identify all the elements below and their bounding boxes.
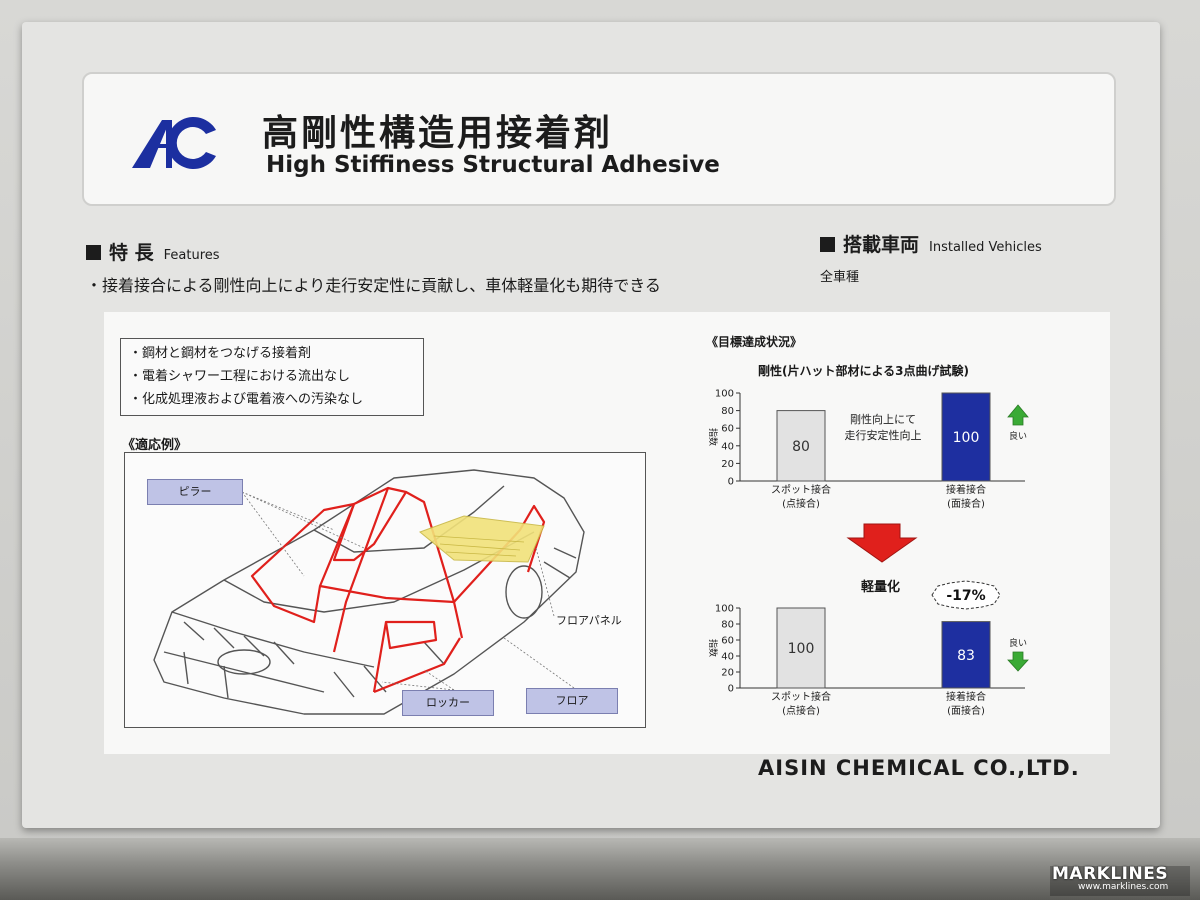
weight-reduction-chart: 0 20 40 60 80 100 指数 100 スポット接合(点接合) 83 接着接合(面接合) 良… <box>707 604 1029 717</box>
vehicles-text: 全車種 <box>820 270 860 285</box>
bullet-item: ・電着シャワー工程における流出なし <box>129 369 351 384</box>
page-subtitle: High Stiffiness Structural Adhesive <box>266 152 720 178</box>
watermark-brand: MARKLINES <box>1052 864 1169 884</box>
vehicles-heading: 搭載車両 Installed Vehicles <box>820 230 1042 257</box>
bar <box>776 410 826 482</box>
rocker-tag: ロッカー <box>402 690 494 716</box>
square-bullet-icon <box>820 237 835 252</box>
example-label: 《適応例》 <box>122 438 188 453</box>
watermark-background <box>1050 866 1190 896</box>
y-tick-label: 0 <box>728 684 734 695</box>
square-bullet-icon <box>86 245 101 260</box>
x-tick-label: (点接合) <box>782 704 820 717</box>
indicator-label: 良い <box>1009 430 1027 442</box>
y-tick-label: 60 <box>721 424 734 435</box>
stiffness-chart-title: 剛性(片ハット部材による3点曲げ試験) <box>758 364 969 378</box>
down-arrow-icon <box>1007 651 1029 672</box>
bar-value-label: 100 <box>788 641 815 657</box>
annotation-text: 走行安定性向上 <box>845 428 922 442</box>
page-title: 高剛性構造用接着剤 <box>262 113 614 154</box>
x-tick-label: 接着接合 <box>946 690 986 703</box>
bar <box>941 621 991 689</box>
x-tick-label: スポット接合 <box>771 483 831 496</box>
bullet-box: ・鋼材と鋼材をつなげる接着剤 ・電着シャワー工程における流出なし ・化成処理液お… <box>120 338 424 416</box>
y-axis-label: 指数 <box>707 639 719 657</box>
watermark-url: www.marklines.com <box>1078 882 1169 892</box>
floor-tag: フロア <box>526 688 618 714</box>
bar-value-label: 100 <box>953 430 980 446</box>
y-tick-label: 40 <box>721 441 734 452</box>
car-body-diagram <box>153 469 585 715</box>
y-tick-label: 100 <box>715 604 734 615</box>
floor-background <box>0 838 1200 900</box>
bullet-item: ・化成処理液および電着液への汚染なし <box>129 392 364 407</box>
company-logo: AC <box>132 117 216 169</box>
y-tick-label: 20 <box>721 459 734 470</box>
bar <box>776 607 826 689</box>
y-tick-label: 0 <box>728 477 734 488</box>
status-label: 《目標達成状況》 <box>706 335 803 349</box>
floor-panel-label: フロアパネル <box>556 614 622 627</box>
y-tick-label: 100 <box>715 389 734 400</box>
bar-value-label: 80 <box>792 439 810 455</box>
bar <box>941 392 991 482</box>
features-heading-en: Features <box>163 248 220 263</box>
y-tick-label: 20 <box>721 668 734 679</box>
down-arrow-icon <box>846 523 918 563</box>
company-name: AISIN CHEMICAL CO.,LTD. <box>758 756 1080 780</box>
y-tick-label: 80 <box>721 620 734 631</box>
x-tick-label: (点接合) <box>782 497 820 510</box>
x-tick-label: (面接合) <box>947 704 985 717</box>
bullet-item: ・鋼材と鋼材をつなげる接着剤 <box>129 346 312 361</box>
features-text: ・接着接合による剛性向上により走行安定性に貢献し、車体軽量化も期待できる <box>86 276 661 295</box>
x-tick-label: スポット接合 <box>771 690 831 703</box>
pillar-tag: ピラー <box>147 479 243 505</box>
title-box <box>82 72 1116 206</box>
stiffness-chart: 020406080100指数80スポット接合(点接合)100接着接合(面接合)剛… <box>707 389 1029 510</box>
vehicles-heading-jp: 搭載車両 <box>843 234 920 256</box>
reduction-burst-annotation: -17% <box>931 580 1001 610</box>
x-tick-label: 接着接合 <box>946 483 986 496</box>
x-tick-label: (面接合) <box>947 497 985 510</box>
burst-shape <box>931 580 1001 610</box>
vehicles-heading-en: Installed Vehicles <box>929 240 1042 255</box>
bar-value-label: 83 <box>957 648 975 664</box>
annotation-text: 剛性向上にて <box>850 412 916 426</box>
y-axis-label: 指数 <box>707 428 719 446</box>
indicator-label: 良い <box>1009 637 1027 649</box>
y-tick-label: 80 <box>721 406 734 417</box>
y-tick-label: 40 <box>721 652 734 663</box>
annotation-text: -17% <box>946 588 985 604</box>
weight-chart-title: 軽量化 <box>861 580 901 595</box>
features-heading-jp: 特 長 <box>109 242 154 264</box>
features-heading: 特 長 Features <box>86 238 220 265</box>
y-tick-label: 60 <box>721 636 734 647</box>
up-arrow-icon <box>1007 404 1029 426</box>
